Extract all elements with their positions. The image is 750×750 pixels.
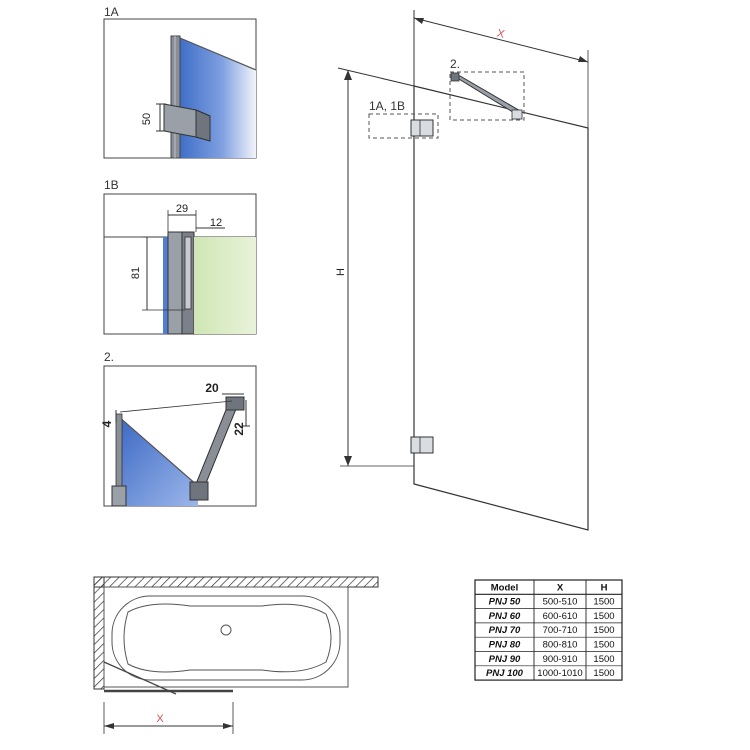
main-elevation: H X 1A, 1B 2. (335, 10, 589, 531)
bathtub-drain (220, 624, 232, 636)
detail-2-label: 2. (104, 350, 114, 364)
plan-wall-top (93, 576, 379, 588)
dim-x-label: X (496, 27, 507, 41)
detail-2-glass-clamp (189, 481, 209, 501)
callout-arm-box (449, 71, 525, 121)
spec-table-border (474, 579, 623, 681)
spec-table-header: Model (491, 582, 518, 593)
detail-2: 2. 20 4 22 (100, 350, 257, 507)
detail-1b: 1B 29 12 81 (103, 178, 257, 335)
detail-2-dim-22: 22 (232, 422, 246, 436)
spec-table-cell: 1500 (593, 668, 614, 679)
detail-2-dim-4: 4 (100, 420, 114, 427)
callout-arm-label: 2. (450, 57, 460, 71)
detail-1b-label: 1B (104, 178, 119, 192)
dim-h-label: H (335, 268, 347, 276)
plan-dim-x-label: X (156, 713, 164, 725)
spec-table-cell: 1500 (593, 640, 614, 651)
spec-table-header: H (601, 582, 608, 593)
glass-panel (413, 85, 589, 531)
spec-table-cell: 800-810 (543, 640, 578, 651)
detail-2-glass (118, 416, 198, 506)
callout-hinge-label: 1A, 1B (369, 99, 405, 113)
plan-wall-left (93, 576, 105, 690)
detail-1b-glass (163, 237, 168, 334)
spec-table-cell: 500-510 (543, 597, 578, 608)
spec-table-cell: 600-610 (543, 611, 578, 622)
detail-1a: 1A 50 (103, 5, 257, 159)
spec-table-cell: 900-910 (543, 654, 578, 665)
detail-2-dim-20: 20 (205, 381, 219, 395)
detail-1b-profile (167, 231, 183, 335)
spec-table-cell: PNJ 60 (489, 611, 521, 622)
plan-support-arm (103, 661, 177, 695)
spec-table-cell: 1000-1010 (537, 668, 582, 679)
spec-table-cell: PNJ 70 (489, 625, 521, 636)
spec-table-cell: 700-710 (543, 625, 578, 636)
spec-table-cell: PNJ 100 (486, 668, 524, 679)
detail-1b-dim-81: 81 (130, 267, 142, 279)
bathtub-basin (123, 603, 332, 673)
detail-1a-label: 1A (104, 5, 119, 19)
spec-table-header: X (557, 582, 564, 593)
spec-table-cell: 1500 (593, 654, 614, 665)
hinge-bottom (410, 436, 434, 454)
callout-hinge-box (368, 113, 439, 139)
spec-table-cell: 1500 (593, 611, 614, 622)
plan-view: X (93, 576, 379, 734)
detail-1b-dim-12: 12 (210, 217, 222, 229)
spec-table-cell: PNJ 50 (489, 597, 521, 608)
detail-2-wall-mount (225, 396, 245, 411)
spec-table-cell: PNJ 80 (489, 640, 521, 651)
detail-1a-dim-50: 50 (141, 113, 153, 125)
dim-x-line (413, 17, 589, 63)
detail-1b-wall (194, 237, 256, 334)
hinge-top (410, 119, 434, 137)
spec-table-cell: 1500 (593, 597, 614, 608)
detail-1b-dim-29: 29 (176, 203, 188, 215)
spec-table-cell: 1500 (593, 625, 614, 636)
spec-table-cell: PNJ 90 (489, 654, 521, 665)
